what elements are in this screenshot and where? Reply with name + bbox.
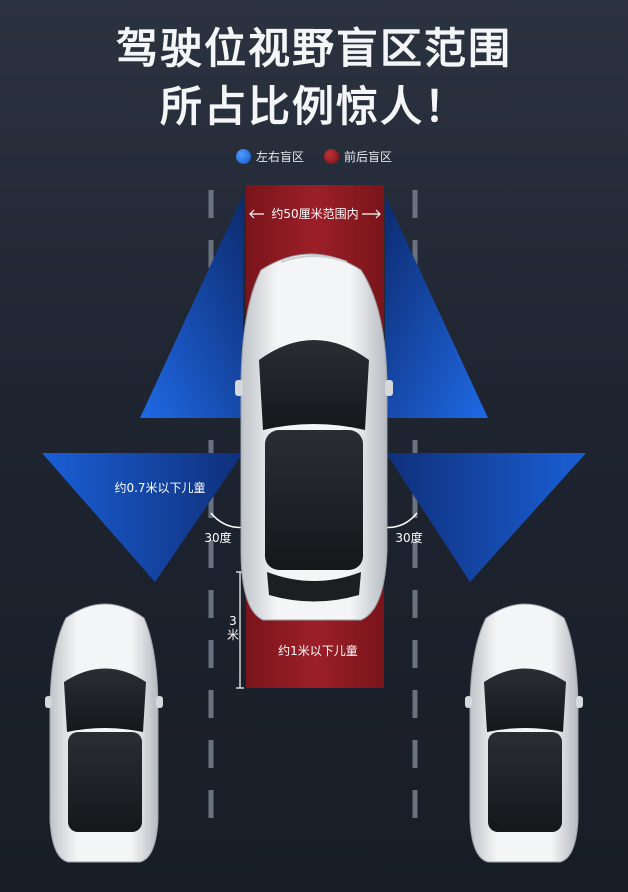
right-side-blind-zone [386,453,586,582]
right-front-blind-zone [385,195,488,418]
angle-right-label: 30度 [395,530,422,545]
main-car [235,253,393,621]
side-child-label: 约0.7米以下儿童 [114,480,205,495]
legend-label-side-blind: 左右盲区 [255,150,304,164]
page-title-line-2: 所占比例惊人！ [159,82,468,131]
rear-child-label: 约1米以下儿童 [278,643,358,658]
left-side-blind-zone [42,453,243,582]
left-front-blind-zone [140,195,243,418]
front-range-arrow [249,209,381,219]
legend-blue-dot-icon [235,149,251,164]
legend-red-dot-icon [324,149,339,164]
front-range-label: 约50厘米范围内 [271,206,358,221]
rear-distance-char: 米 [227,628,239,642]
legend-item-side-blind: 左右盲区 [235,148,304,165]
legend-label-front-rear-blind: 前后盲区 [344,150,393,164]
page-title-line-1: 驾驶位视野盲区范围 [115,24,512,73]
legend: 左右盲区 前后盲区 [0,148,628,165]
angle-left-label: 30度 [204,530,231,545]
legend-item-front-rear-blind: 前后盲区 [324,148,392,165]
left-car [45,603,163,863]
right-car [465,603,583,863]
rear-distance-char: 3 [229,614,237,628]
